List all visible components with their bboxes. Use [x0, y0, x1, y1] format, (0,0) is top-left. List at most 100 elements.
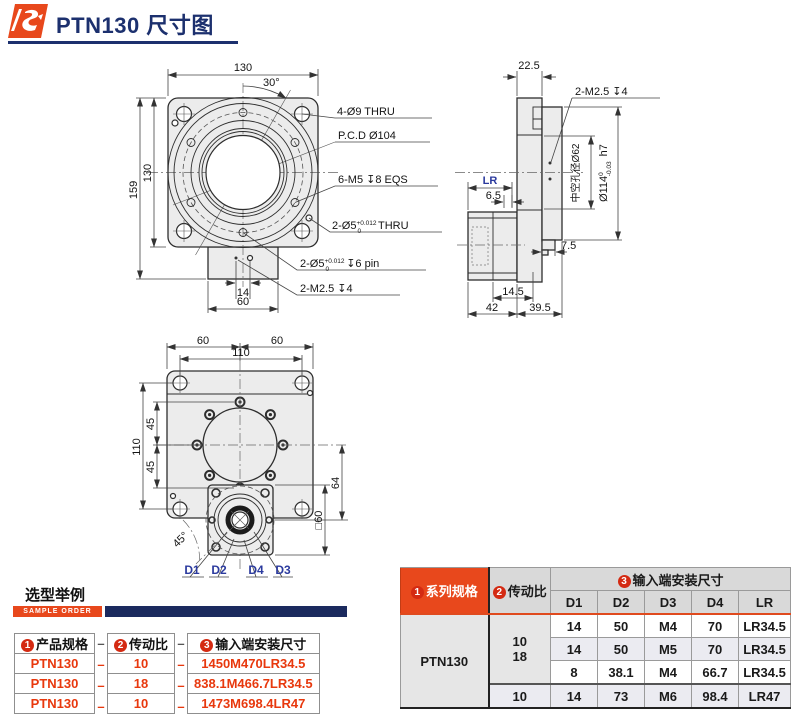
sample-order-navy-bar [105, 606, 347, 617]
tap-holes [186, 108, 300, 237]
circled-1: 1 [410, 586, 424, 599]
page-title: PTN130 尺寸图 [56, 13, 214, 38]
spec-row: 10 14 73 M6 98.4 LR47 [401, 683, 792, 709]
spec-row: 8 38.1 M4 66.7 LR34.5 [401, 660, 792, 685]
dash-separator: –––– [97, 636, 105, 714]
sample-mount-value: 838.1M466.7LR34.5 [187, 673, 320, 694]
dim-pin-span: 14 [237, 287, 249, 299]
spec-cell: 98.4 [691, 683, 739, 709]
label-od-tolerance: Ø1140-0.03 h7 [598, 144, 613, 202]
dim-tab-width: 60 [237, 296, 249, 308]
bottom-view-drawing: 45° 60 60 110 110 45 45 64 □60 [131, 335, 348, 578]
dim-60b: 60 [271, 335, 283, 347]
dim-145: 14.5 [502, 286, 523, 298]
label-d1: D1 [184, 563, 200, 577]
dim-angle-45: 45° [171, 530, 191, 550]
dim-60a: 60 [197, 335, 209, 347]
bottom-view-dimensions: 60 60 110 110 45 45 64 □60 [131, 335, 348, 556]
front-view-drawing: 130 30° 159 130 14 60 4-Ø9 THRU P.C.D Ø1… [128, 62, 442, 313]
sample-order-heading: 选型举例 [25, 587, 86, 604]
brand-logo-icon [8, 4, 48, 38]
dim-45a: 45 [145, 418, 157, 430]
label-corner-holes: 4-Ø9 THRU [337, 106, 395, 118]
spec-cell: LR34.5 [737, 660, 792, 685]
dim-64: 64 [330, 477, 342, 489]
spec-cell: 38.1 [597, 660, 645, 685]
dim-65: 6.5 [486, 190, 501, 202]
spec-row: 14 50 M5 70 LR34.5 [401, 637, 792, 661]
spec-cell: 70 [691, 613, 739, 638]
dim-square: 130 [142, 164, 154, 182]
front-view-outline [148, 83, 338, 287]
spec-cell: LR34.5 [737, 613, 792, 638]
circled-2: 2 [492, 586, 506, 599]
spec-cell: M4 [644, 660, 692, 685]
spec-cell: M6 [644, 683, 692, 709]
spec-cell: LR34.5 [737, 637, 792, 661]
label-d4: D4 [248, 563, 264, 577]
spec-cell: 50 [597, 637, 645, 661]
side-view-drawing: 22.5 2-M2.5 ↧4 LR 6.5 中空孔径Ø62 Ø1140-0.03… [455, 60, 660, 318]
circled-3: 3 [200, 639, 214, 652]
sample-product-value: PTN130 [13, 693, 96, 714]
circled-1: 1 [21, 639, 34, 652]
dim-110-left: 110 [131, 438, 143, 456]
spec-subheader-d3: D3 [644, 590, 692, 615]
side-view-dimensions: 22.5 2-M2.5 ↧4 LR 6.5 中空孔径Ø62 Ø1140-0.03… [467, 60, 660, 318]
sample-order-subheading: SAMPLE ORDER [13, 606, 102, 617]
side-view-outline [455, 97, 583, 283]
spec-ratio-last: 10 [488, 683, 551, 709]
spec-subheader-d1: D1 [550, 590, 598, 615]
spec-cell: M5 [644, 637, 692, 661]
bottom-view-outline: 45° [156, 361, 348, 571]
sample-ratio-value: 10 [107, 693, 176, 714]
spec-cell: 14 [550, 613, 598, 638]
spec-cell: 50 [597, 613, 645, 638]
spec-cell: M4 [644, 613, 692, 638]
input-shaft-labels: D1 D2 D4 D3 [182, 531, 293, 578]
sample-ratio-value: 18 [107, 673, 176, 694]
dim-45b: 45 [145, 461, 157, 473]
spec-cell: 8 [550, 660, 598, 685]
spec-cell: 66.7 [691, 660, 739, 685]
dim-110-top: 110 [232, 347, 250, 359]
spec-subheader-d2: D2 [597, 590, 645, 615]
front-view-dimensions: 130 30° 159 130 14 60 [128, 62, 319, 313]
dim-42: 42 [486, 302, 498, 314]
label-d2: D2 [211, 563, 227, 577]
dim-height: 159 [128, 181, 140, 199]
sample-mount-value: 1450M470LR34.5 [187, 653, 320, 674]
title-underline [8, 41, 238, 44]
spec-cell: 14 [550, 637, 598, 661]
dash-separator: –––– [177, 636, 185, 714]
circled-2: 2 [114, 639, 128, 652]
dim-top-width: 22.5 [518, 60, 539, 72]
spec-series: PTN130 [400, 613, 490, 709]
label-hollow-bore: 中空孔径Ø62 [569, 143, 582, 202]
spec-cell: 73 [597, 683, 645, 709]
dim-395: 39.5 [529, 302, 550, 314]
dim-lr: LR [483, 175, 498, 187]
front-view-labels: 4-Ø9 THRU P.C.D Ø104 6-M5 ↧8 EQS 2-Ø5+0.… [237, 106, 442, 296]
label-m25-front: 2-M2.5 ↧4 [300, 283, 353, 295]
label-tap-holes: 6-M5 ↧8 EQS [338, 174, 408, 186]
label-d3: D3 [275, 563, 291, 577]
circled-3: 3 [617, 574, 631, 588]
dim-width-top: 130 [234, 62, 252, 74]
spec-subheader-d4: D4 [691, 590, 739, 615]
